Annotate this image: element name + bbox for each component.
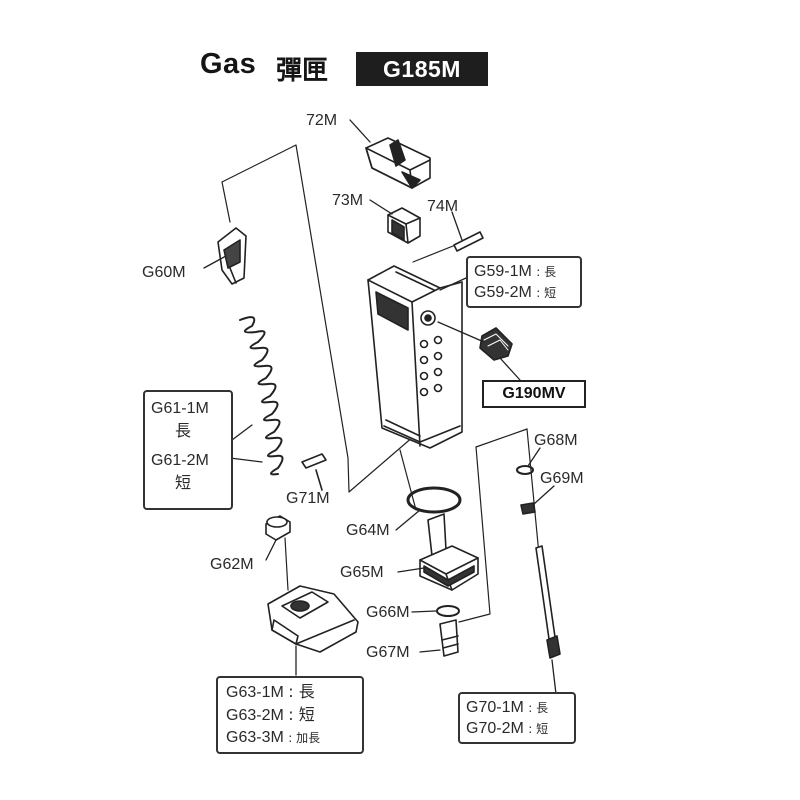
g63-1m-note: : 長	[288, 682, 315, 701]
part-g67m	[439, 619, 459, 657]
part-g68m-washer	[516, 465, 534, 475]
part-g63m-baseplate	[267, 585, 359, 653]
g63-2m-note: : 短	[288, 705, 315, 724]
label-74m: 74M	[427, 198, 459, 215]
callout-g63: G63-1M : 長 G63-2M : 短 G63-3M : 加長	[216, 676, 364, 754]
label-g66m: G66M	[366, 604, 410, 621]
part-g190mv-valve	[479, 327, 513, 361]
g63-3m-note: : 加長	[288, 731, 321, 745]
g70-2m-code: G70-2M	[466, 720, 524, 737]
g70-1m-note: : 長	[528, 701, 549, 715]
label-g71m: G71M	[286, 490, 330, 507]
part-g60m	[217, 227, 247, 285]
label-g62m: G62M	[210, 556, 254, 573]
g63-1m-code: G63-1M	[226, 684, 284, 701]
g63-2m-code: G63-2M	[226, 707, 284, 724]
leader-lines	[203, 119, 557, 695]
title-gas: Gas	[200, 48, 257, 80]
label-g60m: G60M	[142, 264, 186, 281]
label-73m: 73M	[332, 192, 364, 209]
g59-2m-code: G59-2M	[474, 284, 532, 301]
part-72m	[365, 137, 431, 189]
label-g68m: G68M	[534, 432, 578, 449]
part-73m	[387, 207, 421, 244]
part-g70m-rod	[535, 545, 561, 659]
title-magazine: 彈匣	[276, 56, 329, 86]
g59-1m-note: : 長	[536, 265, 557, 279]
g61-2m-note: 短	[175, 473, 192, 492]
g63-3m-code: G63-3M	[226, 729, 284, 746]
part-g65m	[419, 513, 479, 591]
g61-2m-code: G61-2M	[151, 452, 209, 469]
g61-1m-code: G61-1M	[151, 400, 209, 417]
label-g67m: G67M	[366, 644, 410, 661]
g59-1m-code: G59-1M	[474, 263, 532, 280]
g59-2m-note: : 短	[536, 286, 557, 300]
callout-g61: G61-1M 長 G61-2M 短	[143, 390, 233, 510]
part-magazine-body	[367, 265, 463, 449]
part-74m	[453, 231, 484, 252]
g61-1m-note: 長	[175, 421, 192, 440]
part-g66m-oring	[436, 605, 460, 617]
title-model-badge: G185M	[356, 52, 488, 86]
callout-g59: G59-1M : 長 G59-2M : 短	[466, 256, 582, 308]
g70-1m-code: G70-1M	[466, 699, 524, 716]
callout-g70: G70-1M : 長 G70-2M : 短	[458, 692, 576, 744]
label-g69m: G69M	[540, 470, 584, 487]
label-72m: 72M	[306, 112, 338, 129]
part-g71m	[301, 453, 327, 491]
part-g64m-oring	[406, 486, 462, 514]
part-g62m	[265, 515, 291, 541]
label-g64m: G64M	[346, 522, 390, 539]
part-g61m-spring	[239, 316, 284, 476]
part-g69m	[520, 502, 536, 515]
g70-2m-note: : 短	[528, 722, 549, 736]
assembly-guide-lines	[221, 144, 541, 623]
label-g190mv: G190MV	[482, 380, 586, 408]
label-g65m: G65M	[340, 564, 384, 581]
